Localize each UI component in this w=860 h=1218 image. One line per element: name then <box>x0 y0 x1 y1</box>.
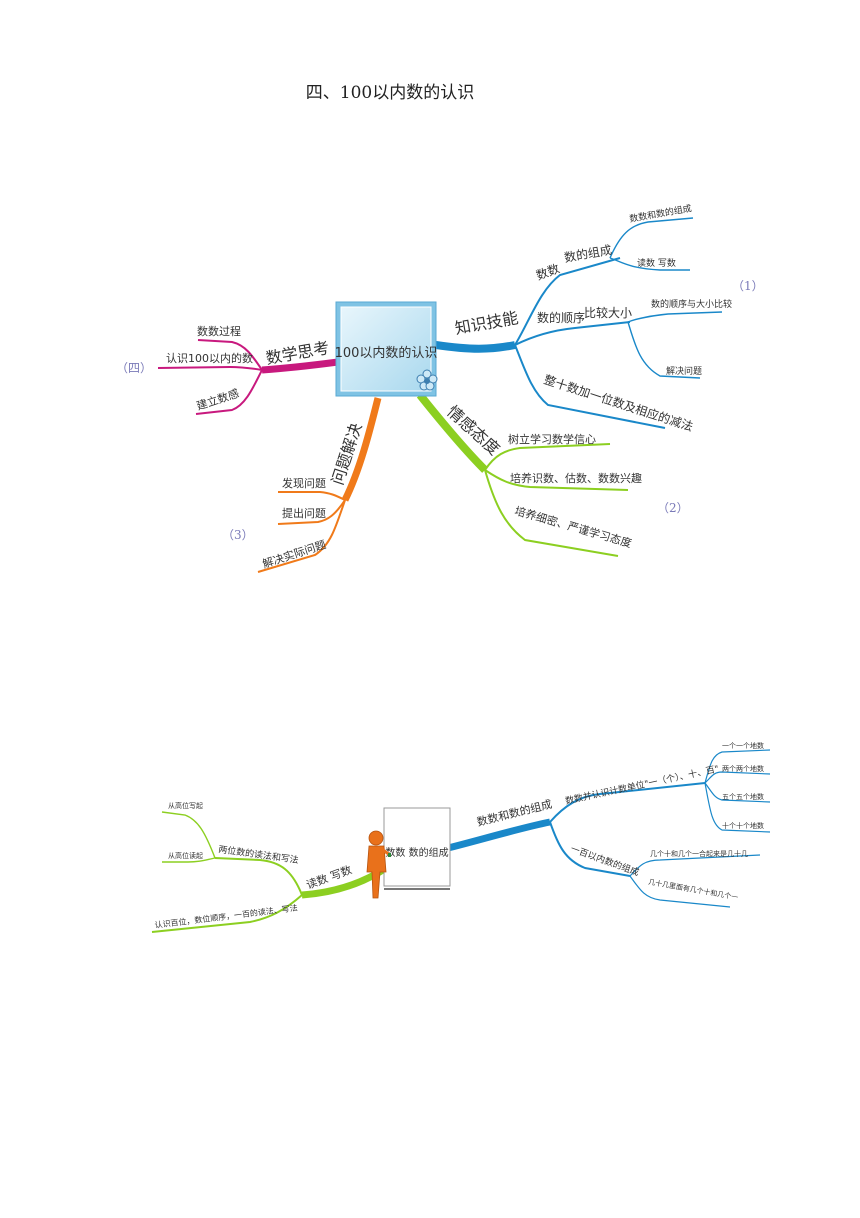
map2-center-node: 数数 数的组成 <box>383 807 451 890</box>
reading-mid-item-2: 从高位读起 <box>168 851 203 860</box>
order-child2: 解决问题 <box>666 365 702 377</box>
thinking-line-1 <box>197 339 263 371</box>
problem-item-2: 提出问题 <box>282 506 326 520</box>
reading-mid-line <box>214 857 303 896</box>
reading-bottom-line <box>151 894 303 933</box>
emotion-trunk <box>416 392 488 473</box>
section-label-4: （四） <box>116 361 152 375</box>
order-child2-line <box>627 321 701 379</box>
branch-thinking <box>157 339 339 415</box>
comp-child2: 读数 写数 <box>637 257 676 269</box>
branch-emotion <box>416 392 629 557</box>
knowledge-line-counting <box>514 257 621 346</box>
page-title: 四、100以内数的认识 <box>305 83 475 103</box>
map2-center-label: 数数 数的组成 <box>385 846 448 859</box>
map1-center-node: 100以内数的认识 <box>335 301 438 397</box>
problem-line-3 <box>257 499 346 573</box>
branch-knowledge <box>435 217 723 429</box>
knowledge-label: 知识技能 <box>453 308 519 338</box>
composition-upper-line <box>549 782 706 823</box>
composition-lower: 一百以内数的组成 <box>569 843 641 879</box>
emotion-line-1 <box>484 443 611 471</box>
mind-map-1: 知识技能 数数 数的组成 数数和数的组成 读数 写数 数的顺序 比较大小 数的顺… <box>116 202 764 573</box>
upper-item-2: 两个两个地数 <box>722 764 764 773</box>
thinking-line-2 <box>157 365 263 371</box>
comp-child1-line <box>609 217 694 259</box>
flower-icon <box>416 369 438 391</box>
lower-item-1: 几个十和几个一合起来是几十几 <box>650 849 748 858</box>
composition-lower-line <box>549 821 631 877</box>
knowledge-counting: 数数 <box>534 261 562 283</box>
lower-item-2: 几十几里面有几个十和几个一 <box>648 877 739 902</box>
reading-bottom: 认识百位，数位顺序，一百的读法、写法 <box>154 903 298 930</box>
order-child1: 数的顺序与大小比较 <box>651 298 732 310</box>
mind-map-2: 数数和数的组成 数数并认识计数单位"一（个）、十、百" 一百以内数的组成 一个一… <box>151 741 771 933</box>
knowledge-line-tens <box>514 344 666 429</box>
knowledge-compare: 比较大小 <box>584 305 632 320</box>
thinking-item-2: 认识100以内的数 <box>166 351 253 365</box>
reading-mid-item-1: 从高位写起 <box>168 801 203 810</box>
problem-line-1 <box>278 491 346 501</box>
branch-problem <box>257 397 382 573</box>
section-label-3: （3） <box>222 528 254 542</box>
emotion-item-1: 树立学习数学信心 <box>508 432 596 446</box>
composition-trunk <box>447 818 551 852</box>
section-label-1: （1） <box>732 279 764 293</box>
reading-mid: 两位数的读法和写法 <box>218 843 300 866</box>
knowledge-tens: 整十数加一位数及相应的减法 <box>542 372 695 434</box>
emotion-line-3 <box>484 469 619 557</box>
thinking-item-1: 数数过程 <box>197 325 241 338</box>
upper-item-4: 十个十个地数 <box>722 821 764 830</box>
problem-item-1: 发现问题 <box>282 476 326 490</box>
upper-item-1: 一个一个地数 <box>722 741 764 750</box>
thinking-trunk <box>261 358 339 374</box>
emotion-line-2 <box>484 469 629 491</box>
section-label-2: （2） <box>657 501 689 515</box>
comp-child2-line <box>609 257 690 271</box>
upper-item-3: 五个五个地数 <box>722 792 764 801</box>
map1-center-label: 100以内数的认识 <box>335 345 438 361</box>
knowledge-line-order <box>514 321 631 346</box>
knowledge-trunk <box>435 341 516 353</box>
problem-trunk <box>341 397 382 502</box>
emotion-item-3: 培养细密、严谨学习态度 <box>513 503 633 550</box>
presenter-icon <box>366 830 391 899</box>
thinking-line-3 <box>195 369 263 415</box>
emotion-item-2: 培养识数、估数、数数兴趣 <box>510 471 642 485</box>
branch-composition <box>447 749 771 908</box>
problem-line-2 <box>277 499 346 525</box>
knowledge-order: 数的顺序 <box>537 310 585 325</box>
order-child1-line <box>627 311 723 323</box>
